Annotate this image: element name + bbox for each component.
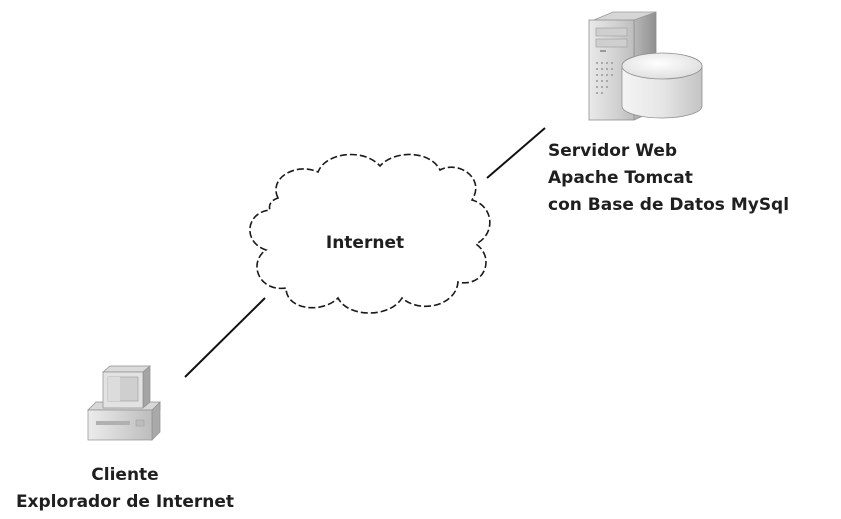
- cloud-icon: [249, 153, 491, 314]
- client-label: Cliente Explorador de Internet: [0, 462, 250, 516]
- server-database-icon: [588, 11, 703, 121]
- desktop-computer-icon: [87, 365, 161, 441]
- server-label: Servidor Web Apache Tomcat con Base de D…: [548, 138, 789, 219]
- server-label-line-1: Servidor Web: [548, 141, 678, 161]
- connector-server-cloud: [486, 127, 546, 179]
- internet-label: Internet: [325, 233, 405, 253]
- connector-cloud-client: [184, 297, 266, 378]
- server-label-line-2: Apache Tomcat: [548, 168, 693, 188]
- client-label-line-1: Cliente: [91, 465, 159, 485]
- client-label-line-2: Explorador de Internet: [15, 492, 235, 512]
- server-label-line-3: con Base de Datos MySql: [548, 195, 790, 215]
